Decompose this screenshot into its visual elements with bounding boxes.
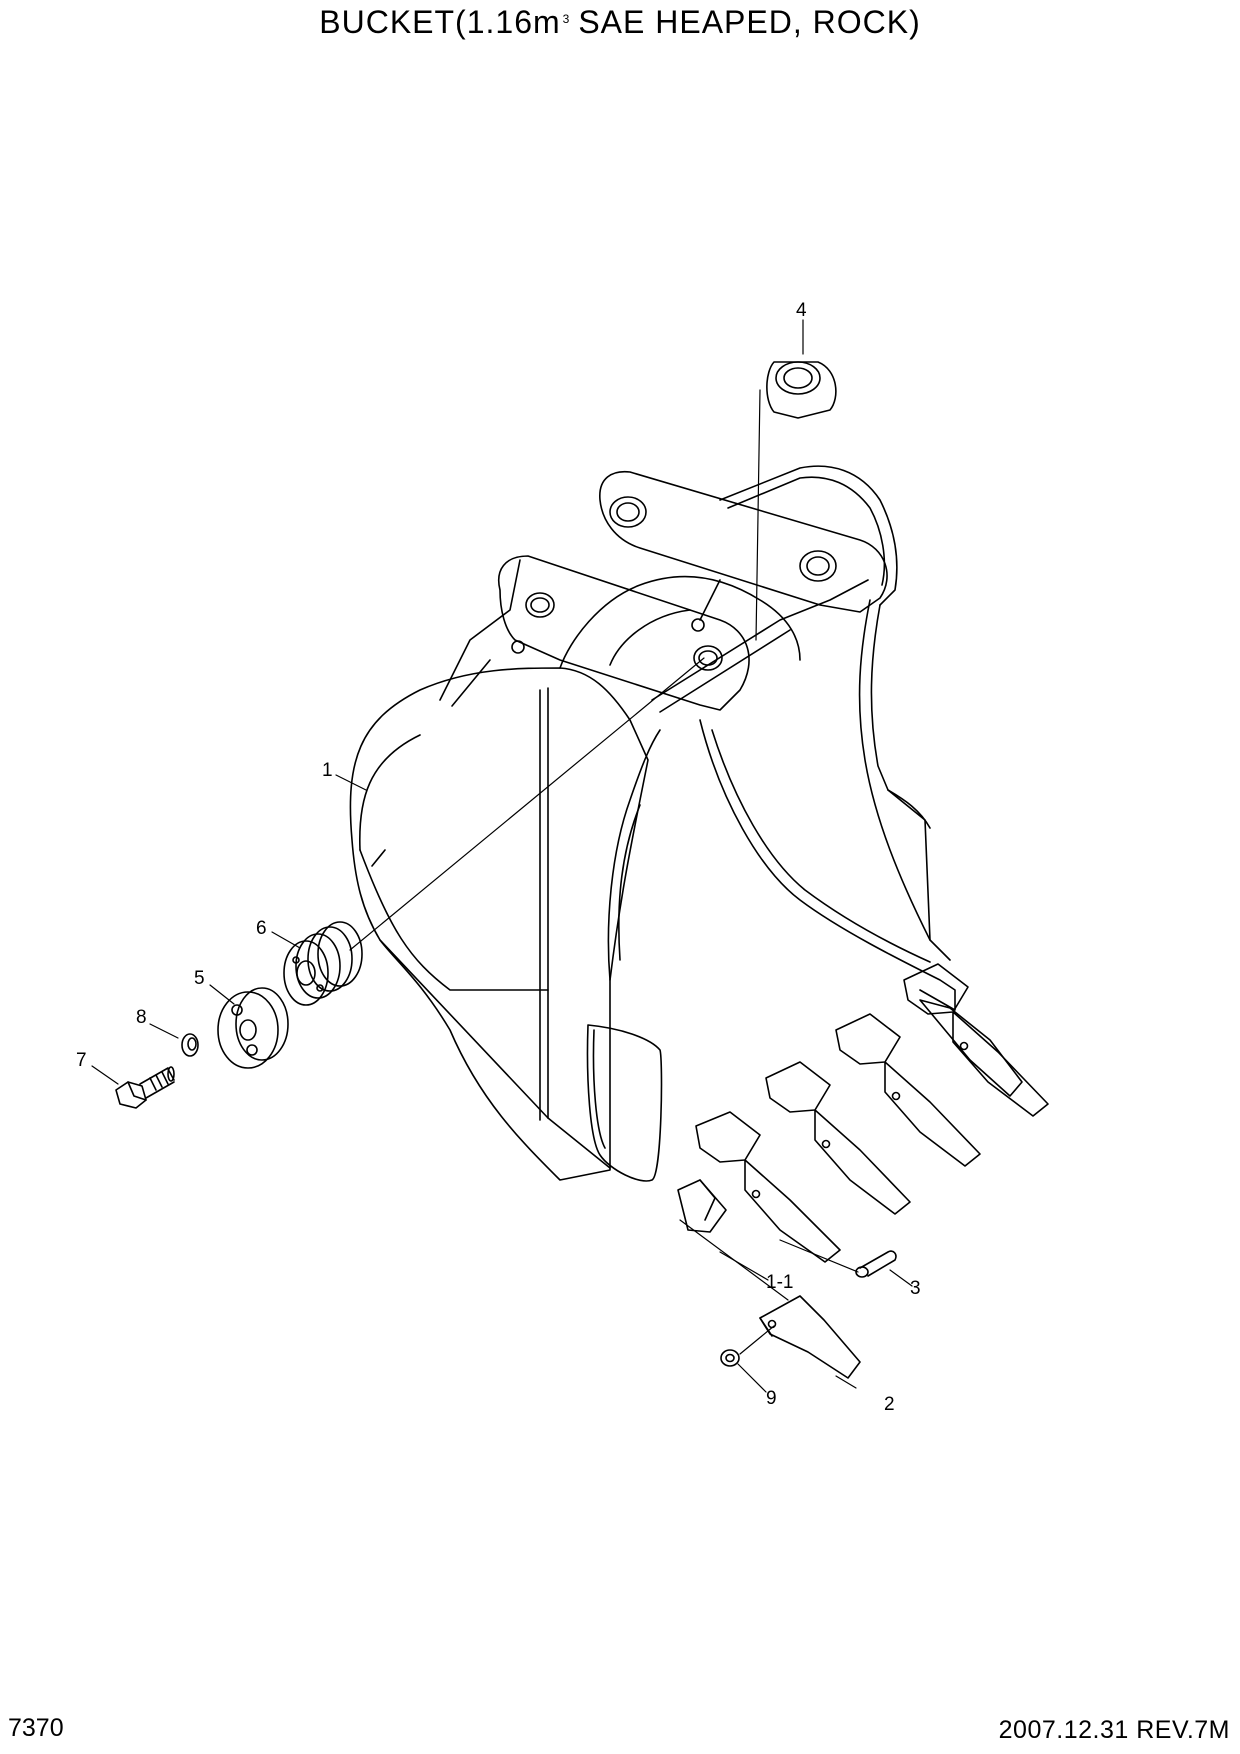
callout-8: 8 xyxy=(136,1007,147,1028)
bushing xyxy=(766,361,837,419)
boss-plate-right xyxy=(599,470,888,613)
shim-stack xyxy=(283,921,363,1006)
callout-5: 5 xyxy=(194,968,205,989)
callout-6: 6 xyxy=(256,918,267,939)
assembly-lines xyxy=(349,389,859,1355)
callout-9: 9 xyxy=(766,1388,777,1409)
lock-washer xyxy=(720,1349,740,1367)
spring-washer xyxy=(181,1033,199,1057)
leader-lines xyxy=(91,319,913,1393)
bucket-body xyxy=(349,465,956,1182)
title-superscript: 3 xyxy=(562,12,571,26)
callout-1: 1 xyxy=(322,760,333,781)
boss-plate-left xyxy=(498,555,750,711)
callout-3: 3 xyxy=(910,1278,921,1299)
callout-2: 2 xyxy=(884,1394,895,1415)
tooth-point-exploded xyxy=(759,1295,861,1379)
page-number: 7370 xyxy=(8,1714,64,1742)
washer-plate xyxy=(217,987,289,1069)
callouts: 1 4 6 5 8 7 1-1 3 9 2 xyxy=(76,300,921,1415)
callout-1-1: 1-1 xyxy=(766,1272,793,1293)
title-suffix: SAE HEAPED, ROCK) xyxy=(578,4,921,40)
revision-date: 2007.12.31 REV.7M xyxy=(998,1716,1230,1744)
teeth-row xyxy=(677,963,1049,1263)
tooth-pin xyxy=(855,1250,897,1278)
bolt xyxy=(115,1066,175,1109)
title-prefix: BUCKET(1.16m xyxy=(319,4,561,40)
callout-4: 4 xyxy=(796,300,807,321)
callout-7: 7 xyxy=(76,1050,87,1071)
